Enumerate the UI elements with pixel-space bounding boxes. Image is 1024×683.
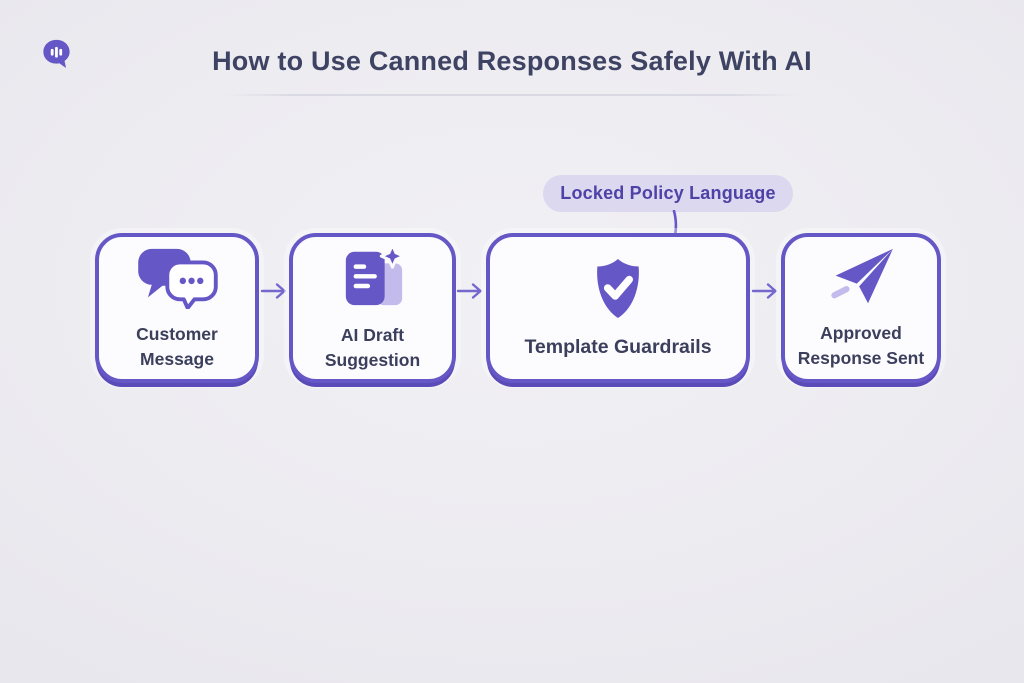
shield-check-icon	[597, 258, 639, 319]
chat-bubbles-icon	[138, 249, 218, 310]
step-label: Template Guardrails	[524, 336, 712, 359]
flow-step-approved-response-sent: Approved Response Sent	[781, 233, 941, 383]
step-label: AI Draft Suggestion	[324, 325, 421, 370]
flow-step-ai-draft-suggestion: AI Draft Suggestion	[289, 233, 456, 383]
step-label: Approved Response Sent	[797, 323, 925, 368]
title-divider	[225, 94, 799, 96]
document-sparkle-icon	[345, 244, 405, 306]
flow-arrow-icon	[751, 283, 777, 299]
flow-step-customer-message: Customer Message	[95, 233, 259, 383]
chat-bubble-logo-icon	[43, 39, 70, 69]
page-title: How to Use Canned Responses Safely With …	[212, 46, 812, 76]
step-label: Customer Message	[136, 324, 218, 369]
flow-step-template-guardrails: Template Guardrails	[486, 233, 750, 383]
locked-policy-callout: Locked Policy Language	[543, 175, 793, 212]
flow-arrow-icon	[260, 283, 286, 299]
paper-plane-icon	[831, 249, 893, 304]
flow-arrow-icon	[456, 283, 482, 299]
